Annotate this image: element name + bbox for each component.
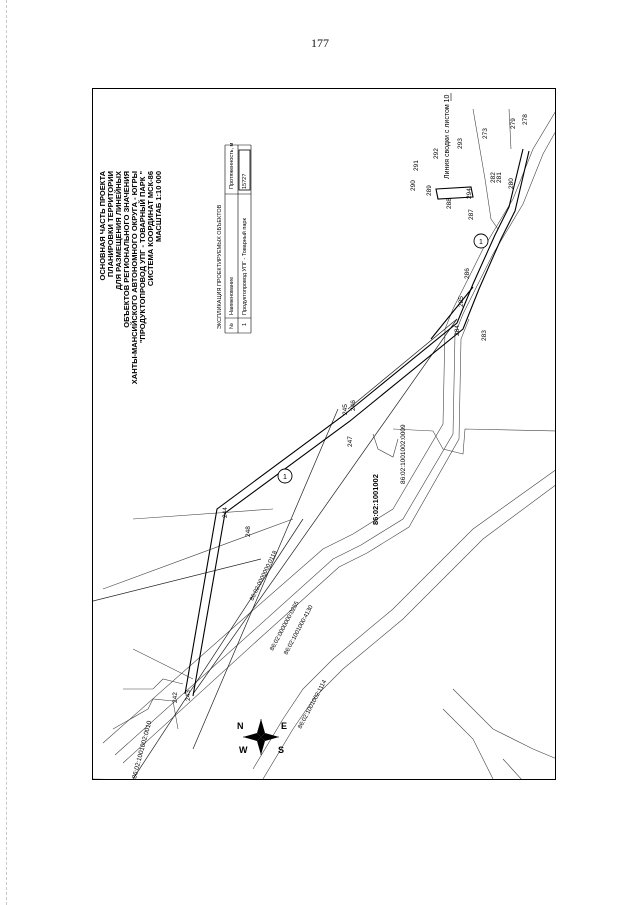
legend-row-length: 15?2?	[242, 174, 248, 189]
parcel-line	[508, 108, 512, 150]
compass-w: W	[239, 745, 248, 755]
parcel-line	[502, 758, 522, 779]
cadastral-parcel-label: 86:02:1001002:1114	[297, 679, 328, 730]
point-label: 291	[413, 160, 420, 171]
point-label: 243	[185, 690, 192, 701]
point-label: 244	[222, 507, 229, 518]
compass-n: N	[237, 721, 244, 731]
point-label: 273	[482, 128, 489, 139]
point-label: 246	[350, 400, 357, 411]
match-line-label: Линия сводки с листом 10	[444, 94, 451, 179]
parcel-line	[252, 470, 555, 770]
point-label: 287	[468, 209, 475, 220]
point-label: 285	[458, 296, 465, 307]
cadastral-parcel-label: 86:02:1001000:4130	[283, 604, 314, 656]
route-marker-1a: 1	[277, 468, 293, 484]
point-label: 293	[457, 138, 464, 149]
point-label: 282	[490, 172, 497, 183]
legend-row-num: 1	[242, 323, 248, 326]
point-label: 290	[410, 180, 417, 191]
map-canvas: 1 1 242 243 244 248 245 246 247 284 283 …	[93, 93, 555, 780]
svg-text:1: 1	[479, 239, 483, 246]
point-label: 294	[466, 188, 473, 199]
title-line-1: ОСНОВНАЯ ЧАСТЬ ПРОЕКТА	[98, 170, 107, 280]
cadastral-block-label: 86:02:1001002	[371, 474, 380, 525]
title-line-8: МАСШТАБ 1:10 000	[154, 171, 163, 242]
point-label: 248	[245, 526, 252, 537]
point-label: 242	[172, 692, 179, 703]
svg-text:1: 1	[283, 474, 287, 481]
point-label: 284	[454, 325, 461, 336]
title-line-7: СИСТЕМА КООРДИНАТ МСК-86	[146, 171, 155, 286]
parcel-line	[123, 678, 184, 690]
parcel-line	[93, 778, 107, 779]
point-label: 245	[342, 404, 349, 415]
parcel-line	[392, 428, 555, 455]
legend-table: ЭКСПЛИКАЦИЯ ПРОЕКТИРУЕМЫХ ОБЪЕКТОВ № Наи…	[217, 142, 252, 334]
parcel-line	[472, 108, 499, 230]
parcel-line	[452, 688, 555, 759]
parcel-line	[372, 433, 399, 458]
boundary-line-diagonal	[93, 558, 262, 602]
connecting-line-thin	[192, 318, 458, 695]
compass-s: S	[278, 745, 284, 755]
cadastral-parcel-label: 86:02:1001002:0010	[131, 720, 153, 780]
page-number: 177	[311, 36, 329, 50]
route-marker-1b: 1	[473, 233, 489, 249]
road-edge-c	[122, 318, 470, 764]
road-edge-b	[114, 131, 555, 756]
title-line-2: ПЛАНИРОВКИ ТЕРРИТОРИИ	[106, 171, 115, 277]
parcel-line	[262, 485, 555, 779]
point-label: 280	[508, 178, 515, 189]
parcel-line	[442, 708, 494, 779]
legend-row-name: Продуктопровод УПГ - Товарный парк	[241, 218, 248, 315]
point-label: 286	[464, 268, 471, 279]
point-label: 247	[347, 436, 354, 447]
point-label: 288	[446, 198, 453, 209]
title-line-4: ОБЪЕКТОВ РЕГИОНАЛЬНОГО ЗНАЧЕНИЯ	[122, 171, 131, 328]
cadastral-parcel-label: 86:02:1001002:0009	[400, 424, 407, 484]
compass-e: E	[281, 721, 287, 731]
pipeline-route-a	[184, 148, 524, 695]
legend-title: ЭКСПЛИКАЦИЯ ПРОЕКТИРУЕМЫХ ОБЪЕКТОВ	[217, 204, 223, 329]
parcel-line	[132, 648, 194, 680]
legend-col-name: Наименование	[229, 277, 235, 315]
cadastral-parcel-label: 86:02:0000000:0255	[269, 600, 300, 652]
map-frame: 1 1 242 243 244 248 245 246 247 284 283 …	[92, 88, 556, 780]
point-label: 289	[426, 185, 433, 196]
connecting-line-thin	[347, 318, 458, 410]
title-line-5: ХАНТЫ-МАНСИЙСКОГО АВТОНОМНОГО ОКРУГА - Ю…	[130, 171, 139, 384]
parcel-line	[132, 508, 274, 520]
pipeline-spur	[430, 286, 474, 340]
title-line-6: "ПРОДУКТОПРОВОД УПГ - ТОВАРНЫЙ ПАРК "	[138, 171, 147, 344]
pipeline-branch	[435, 186, 474, 200]
title-line-3: ДЛЯ РАЗМЕЩЕНИЯ ЛИНЕЙНЫХ	[114, 171, 123, 290]
point-label: 292	[433, 148, 440, 159]
point-label: 281	[496, 172, 503, 183]
road-edge-a	[102, 111, 555, 744]
point-label: 279	[510, 118, 517, 129]
legend-col-num: №	[229, 323, 235, 329]
pipeline-route-b	[192, 150, 530, 697]
point-label: 283	[481, 330, 488, 341]
parcel-line	[102, 518, 294, 590]
boundary-line-diagonal	[132, 518, 304, 779]
compass-rose: N E W S	[237, 719, 287, 755]
point-label: 278	[522, 114, 529, 125]
parcel-line	[112, 698, 179, 730]
boundary-line-diagonal	[192, 408, 339, 750]
legend-col-length: Протяженность, м	[229, 142, 235, 189]
page-margin-line	[6, 0, 8, 905]
cadastral-parcel-label: 86:02:0000000:0118	[249, 550, 279, 602]
